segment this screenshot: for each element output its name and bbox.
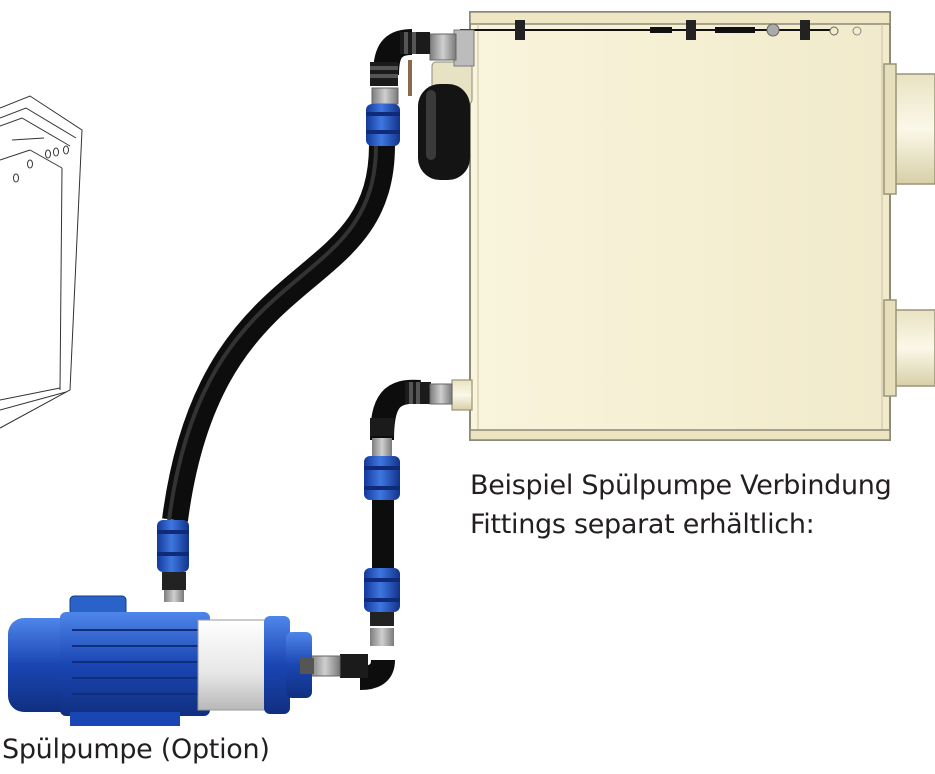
filter-housing-icon [0,95,83,429]
connection-caption-line1: Beispiel Spülpumpe Verbindung [470,470,892,501]
coupling-icon [157,520,189,572]
pump-icon [8,595,312,726]
hose-icon [309,379,453,690]
pump-caption: Spülpumpe (Option) [2,734,270,765]
coupling-icon [364,456,400,612]
coupling-icon [366,104,400,146]
tank-icon [451,11,935,441]
pressure-vessel-icon [408,29,475,180]
connection-caption-line2: Fittings separat erhältlich: [470,509,815,540]
